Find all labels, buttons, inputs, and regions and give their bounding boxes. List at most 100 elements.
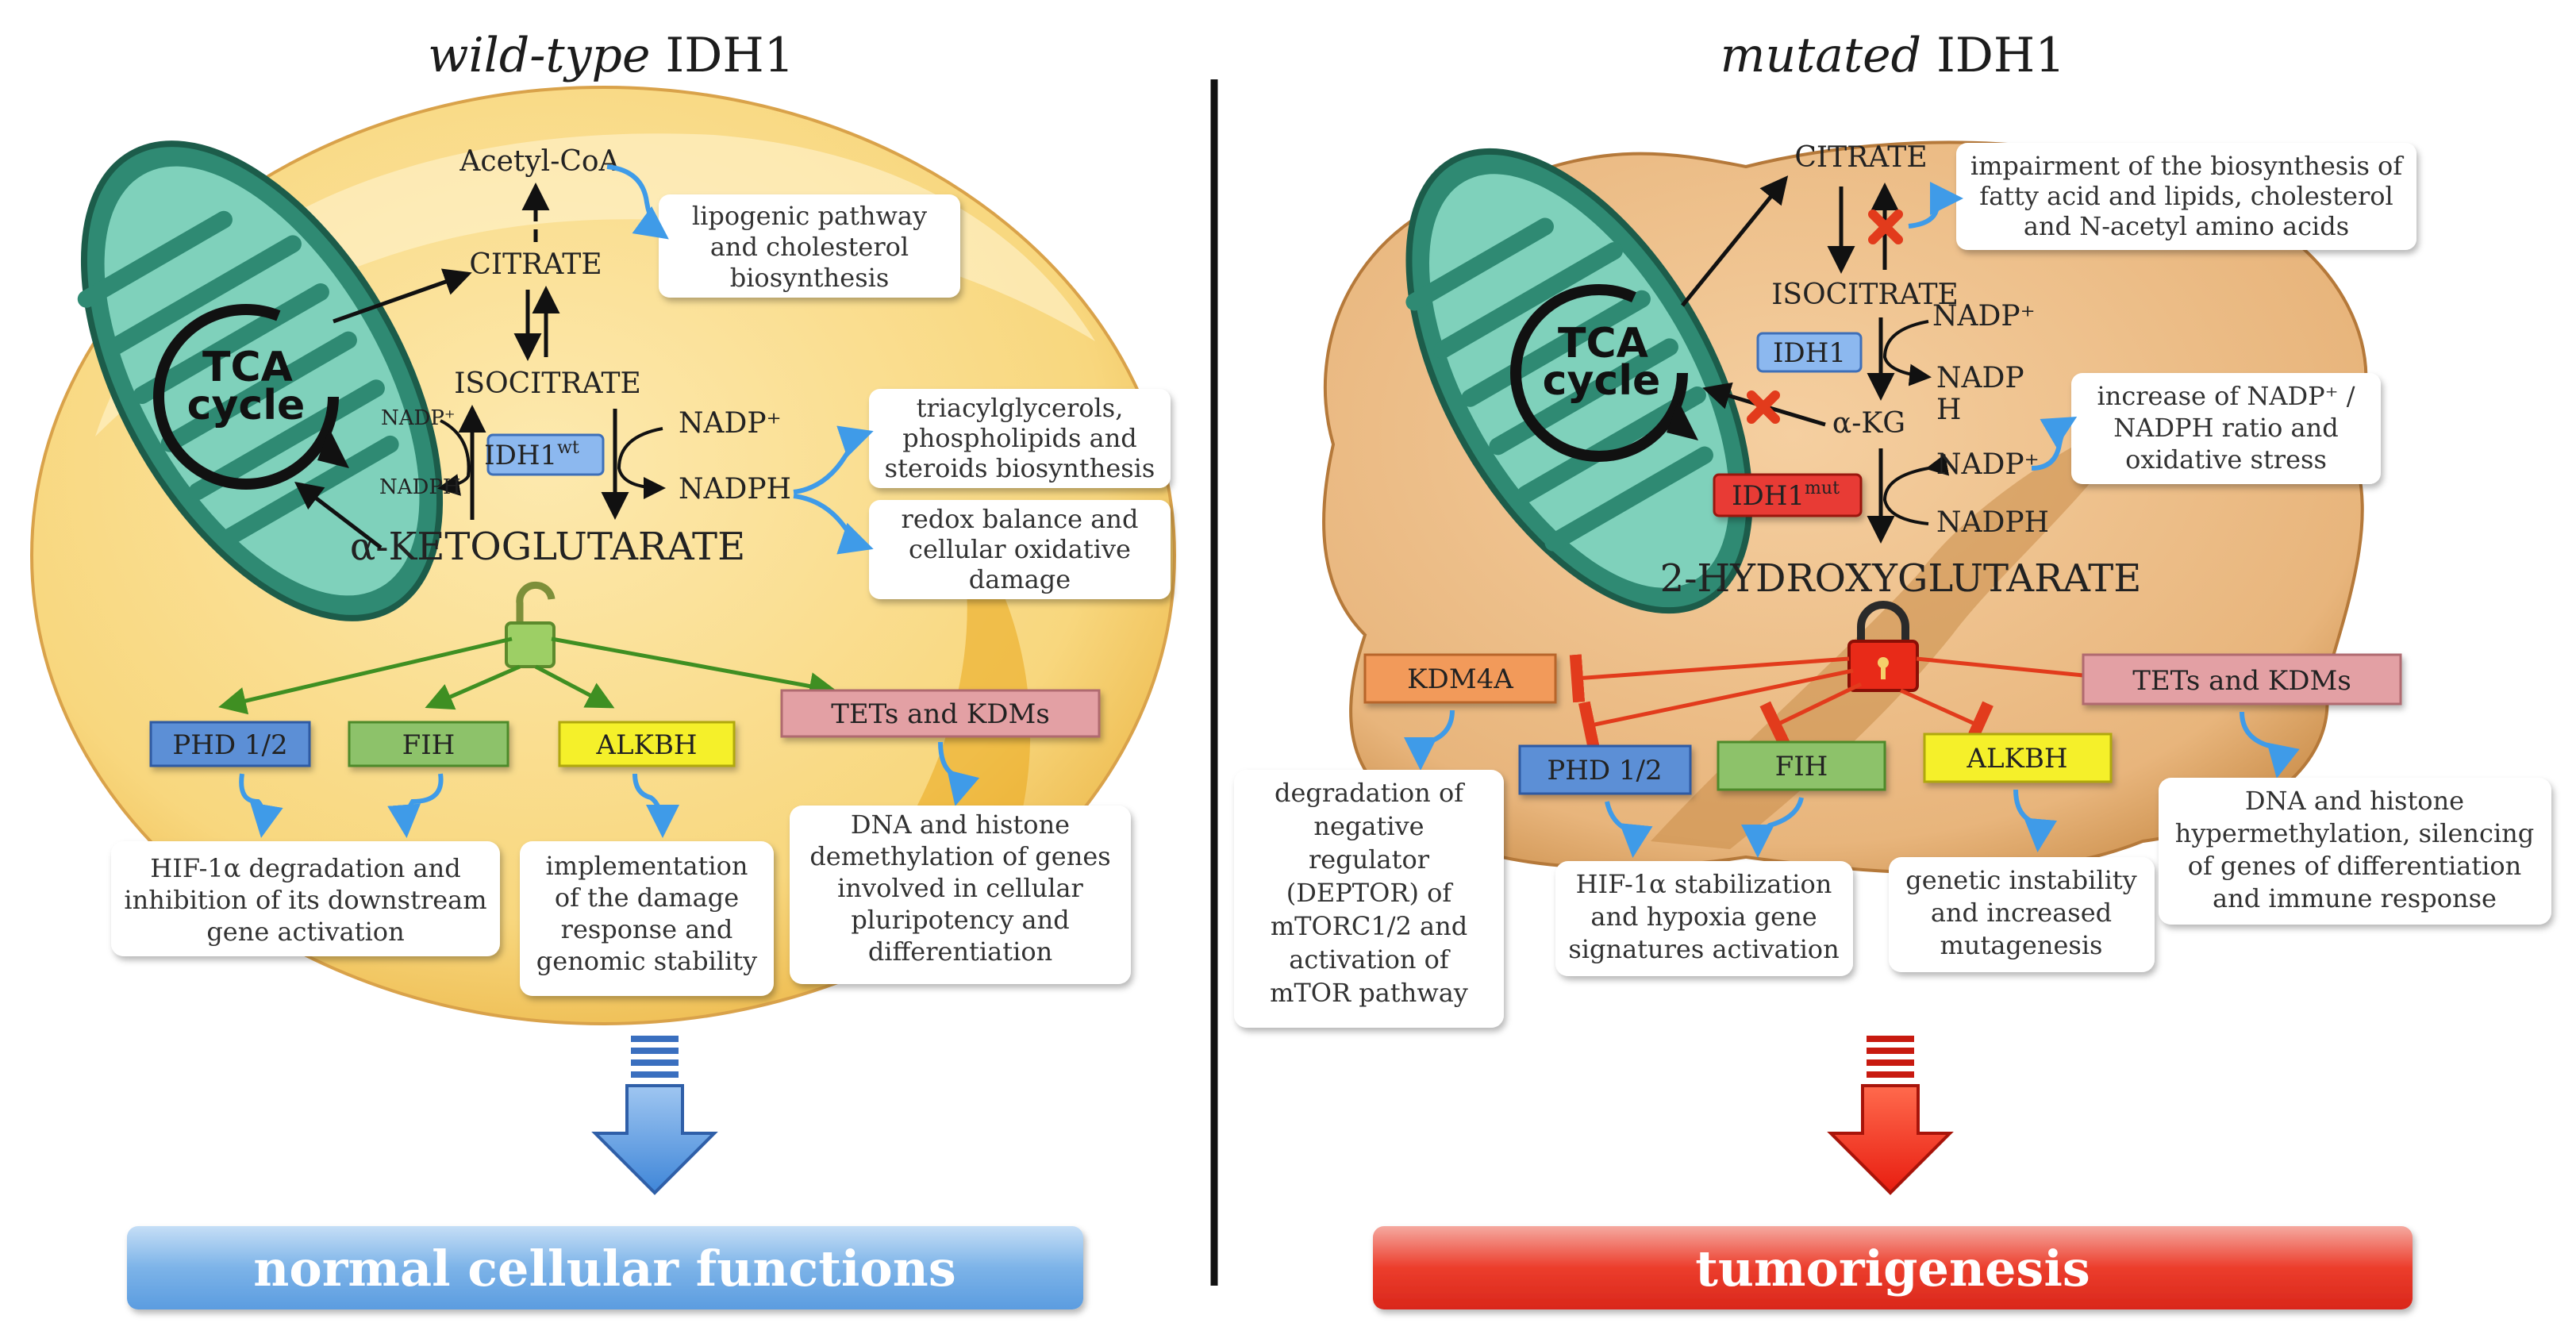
svg-text:ALKBH: ALKBH: [1966, 743, 2067, 775]
closed-lock-icon: [1847, 601, 1919, 692]
svg-text:involved in cellular: involved in cellular: [837, 873, 1083, 903]
svg-text:FIH: FIH: [402, 729, 456, 761]
svg-text:PHD 1/2: PHD 1/2: [1547, 755, 1662, 786]
svg-text:impairment of the biosynthesis: impairment of the biosynthesis of: [1970, 151, 2404, 181]
akg-to-mito-arrow: [294, 481, 383, 549]
nadph-label-mut-2: NADPH: [1936, 506, 2049, 539]
tets-note-mut: DNA and histone hypermethylation, silenc…: [2159, 778, 2551, 925]
svg-text:genetic instability: genetic instability: [1905, 865, 2136, 895]
normal-functions-banner: normal cellular functions: [127, 1226, 1083, 1309]
svg-text:differentiation: differentiation: [868, 936, 1052, 967]
nadp-curve-mut-1: [1882, 320, 1932, 386]
svg-text:DNA and histone: DNA and histone: [851, 809, 1070, 840]
redox-note: redox balance and cellular oxidative dam…: [869, 500, 1171, 599]
2hg-inhibition-lines: [1569, 654, 2121, 751]
nadph-to-redox-arrow: [793, 494, 874, 555]
kdm4a-box: KDM4A: [1363, 653, 1557, 704]
acetyl-coa-label: Acetyl-CoA: [459, 145, 620, 178]
wt-down-arrow-icon: [591, 1036, 718, 1195]
akg-blocked-cross-icon: [1747, 390, 1780, 424]
svg-text:and immune response: and immune response: [2213, 883, 2497, 913]
svg-text:mTOR pathway: mTOR pathway: [1270, 978, 1468, 1008]
nadp-to-ratio-arrow: [2031, 416, 2078, 471]
nadph-small-label: NADPH: [379, 475, 461, 499]
left-nadp-curve: [437, 419, 471, 496]
svg-text:IDH1wt: IDH1wt: [484, 438, 579, 471]
nadp-small-label: NADP⁺: [381, 406, 456, 430]
nadp-ratio-note: increase of NADP⁺ / NADPH ratio and oxid…: [2071, 373, 2381, 484]
svg-text:ALKBH: ALKBH: [595, 729, 697, 761]
svg-text:FIH: FIH: [1775, 751, 1828, 783]
tets-note-wt: DNA and histone demethylation of genes i…: [790, 806, 1131, 984]
deptor-note: degradation of negative regulator (DEPTO…: [1234, 770, 1504, 1028]
fih-box-wt: FIH: [348, 721, 509, 767]
tca-label-wt: TCA: [202, 344, 293, 391]
svg-text:mutagenesis: mutagenesis: [1940, 930, 2103, 960]
svg-text:response and: response and: [561, 914, 733, 944]
nadph-label-wt: NADPH: [679, 473, 791, 506]
svg-text:cellular oxidative: cellular oxidative: [909, 534, 1131, 564]
tets-box-mut: TETs and KDMs: [2082, 653, 2402, 706]
fih-box-mut: FIH: [1717, 740, 1886, 791]
citrate-label-mut: CITRATE: [1794, 141, 1927, 174]
nadp-label-wt: NADP⁺: [679, 407, 782, 440]
svg-text:and cholesterol: and cholesterol: [710, 232, 909, 262]
isocitrate-label-wt: ISOCITRATE: [454, 367, 641, 400]
phd-box-mut: PHD 1/2: [1518, 744, 1692, 795]
nadph-label-mut-1b: H: [1936, 394, 1961, 426]
mut-outcome-arrows: [1404, 709, 2300, 858]
citrate-label-wt: CITRATE: [469, 248, 602, 281]
svg-text:activation of: activation of: [1289, 944, 1451, 975]
mutated-panel: mutated IDH1 TCA cycle CITRATE ISOCITRAT…: [1234, 28, 2551, 1309]
idh1-enzyme-mut-panel: IDH1: [1756, 332, 1863, 373]
mito-to-citrate-arrow: [333, 268, 472, 324]
svg-text:KDM4A: KDM4A: [1407, 663, 1513, 695]
svg-text:normal cellular functions: normal cellular functions: [253, 1240, 955, 1298]
svg-text:TETs and KDMs: TETs and KDMs: [2132, 665, 2351, 697]
svg-text:regulator: regulator: [1309, 844, 1430, 875]
tca-cycle-label-mut: cycle: [1543, 357, 1661, 405]
svg-text:and N-acetyl amino acids: and N-acetyl amino acids: [2024, 211, 2349, 241]
svg-text:steroids biosynthesis: steroids biosynthesis: [885, 453, 1155, 483]
svg-text:damage: damage: [969, 564, 1071, 594]
svg-text:TETs and KDMs: TETs and KDMs: [831, 698, 1050, 730]
tca-cycle-label-wt: cycle: [187, 382, 306, 429]
svg-text:(DEPTOR) of: (DEPTOR) of: [1286, 878, 1454, 908]
wild-type-title: wild-type IDH1: [428, 28, 794, 83]
phd-box-wt: PHD 1/2: [149, 721, 311, 767]
svg-text:implementation: implementation: [545, 851, 748, 881]
svg-text:IDH1mut: IDH1mut: [1732, 479, 1840, 512]
svg-text:of the damage: of the damage: [555, 882, 739, 913]
svg-text:mTORC1/2 and: mTORC1/2 and: [1271, 911, 1467, 941]
alkbh-note-wt: implementation of the damage response an…: [520, 841, 774, 996]
hif-note-wt: HIF-1α degradation and inhibition of its…: [111, 841, 500, 956]
tca-label-mut: TCA: [1558, 320, 1648, 367]
nadp-label-mut-2: NADP⁺: [1936, 448, 2040, 481]
svg-text:redox balance and: redox balance and: [902, 504, 1139, 534]
svg-text:gene activation: gene activation: [206, 917, 404, 947]
mitochondrion-mut: TCA cycle: [1405, 148, 1753, 614]
svg-text:increase of NADP⁺ /: increase of NADP⁺ /: [2097, 381, 2355, 411]
svg-text:negative: negative: [1313, 811, 1424, 841]
tumorigenesis-banner: tumorigenesis: [1373, 1226, 2413, 1309]
svg-text:fatty acid and lipids, cholest: fatty acid and lipids, cholesterol: [1979, 181, 2393, 211]
svg-text:NADPH ratio and: NADPH ratio and: [2113, 413, 2338, 443]
akg-label-mut: α-KG: [1832, 407, 1905, 440]
mutated-title: mutated IDH1: [1721, 28, 2066, 83]
svg-text:signatures activation: signatures activation: [1568, 934, 1839, 964]
svg-text:degradation of: degradation of: [1275, 778, 1465, 808]
svg-text:and hypoxia gene: and hypoxia gene: [1590, 902, 1817, 932]
svg-text:tumorigenesis: tumorigenesis: [1695, 1240, 2090, 1298]
hif-note-mut: HIF-1α stabilization and hypoxia gene si…: [1555, 861, 1853, 976]
right-nadp-curve: [617, 427, 666, 499]
nadp-curve-mut-2: [1882, 453, 1950, 525]
idh1-mut-enzyme: IDH1mut: [1713, 473, 1863, 517]
wild-type-panel: wild-type IDH1 TCA cycle Acetyl-CoA CITR…: [30, 28, 1176, 1309]
mitochondrion-wt: TCA cycle: [77, 140, 444, 621]
2hg-label: 2-HYDROXYGLUTARATE: [1660, 556, 2142, 601]
svg-text:pluripotency and: pluripotency and: [851, 905, 1069, 935]
svg-text:HIF-1α stabilization: HIF-1α stabilization: [1576, 869, 1832, 899]
tca-cycle-arrow-mut: [1510, 284, 1688, 462]
svg-text:phospholipids and: phospholipids and: [902, 423, 1137, 453]
